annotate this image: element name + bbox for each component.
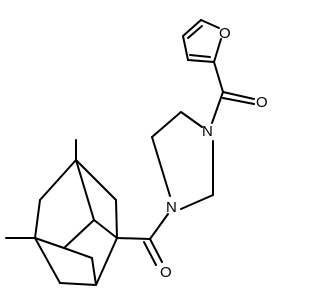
bond-furan-c2-c3 bbox=[187, 59, 215, 63]
bond-cage-center-back bbox=[63, 219, 95, 249]
bond-n-bottom-c-lr bbox=[180, 194, 214, 210]
bond-cage-left-to-back bbox=[34, 237, 65, 249]
bond-furan-c3-c4 bbox=[182, 35, 189, 61]
bond-carbonyl-to-n-top bbox=[211, 91, 224, 124]
amide-carbonyl: O bbox=[116, 213, 172, 281]
bond-n-top-c-ul bbox=[180, 111, 203, 128]
bond-furan-c5-o bbox=[200, 19, 220, 29]
bond-c-ul-c-ll bbox=[151, 111, 182, 138]
atom-furan-oxygen: O bbox=[219, 25, 231, 42]
atom-amide-carbonyl-oxygen: O bbox=[160, 264, 172, 281]
atom-furoyl-carbonyl-oxygen: O bbox=[256, 94, 268, 111]
bond-cage-top-left bbox=[39, 159, 77, 201]
structure-canvas: O O N N O bbox=[5, 19, 268, 286]
bond-cage-right-down bbox=[115, 199, 118, 239]
bond-cage-center-right bbox=[93, 219, 118, 239]
bond-cage-back-bottom bbox=[91, 257, 97, 286]
bond-cage-top-center bbox=[75, 159, 95, 221]
bond-amide-c-o-double bbox=[143, 241, 157, 266]
piperazine-ring: N N bbox=[151, 111, 214, 216]
bond-cage-back-down bbox=[63, 247, 93, 259]
bond-n-bottom-to-carbonyl bbox=[149, 213, 169, 240]
bond-furan-c4-c5-double bbox=[187, 25, 203, 39]
bond-carbonyl-to-adamantane bbox=[116, 237, 151, 240]
bond-c-ll-n-bottom bbox=[151, 136, 171, 197]
bond-cage-left-bottom bbox=[34, 237, 61, 284]
bond-amide-c-o bbox=[149, 238, 163, 263]
bond-furan-c4-c5 bbox=[182, 19, 202, 37]
bond-carbonyl-c-o bbox=[222, 91, 255, 100]
atom-piperazine-n-top: N bbox=[202, 123, 213, 140]
bond-furan-o-c2 bbox=[213, 38, 222, 63]
molecule-diagram: O O N N O bbox=[5, 19, 268, 286]
bond-carbonyl-c-o-double bbox=[222, 97, 255, 105]
furan-ring: O bbox=[182, 19, 231, 63]
bond-furan-to-carbonyl bbox=[213, 61, 224, 93]
furoyl-carbonyl: O bbox=[211, 61, 268, 124]
bond-cage-right-bottom bbox=[95, 237, 118, 286]
bond-cage-top-right bbox=[75, 159, 117, 201]
bond-furan-c3-c3-double bbox=[189, 54, 211, 58]
bond-cage-left-down bbox=[34, 199, 41, 239]
dimethyladamantane-cage bbox=[5, 139, 118, 286]
bond-cage-bottom bbox=[59, 282, 97, 286]
atom-piperazine-n-bottom: N bbox=[166, 199, 177, 216]
